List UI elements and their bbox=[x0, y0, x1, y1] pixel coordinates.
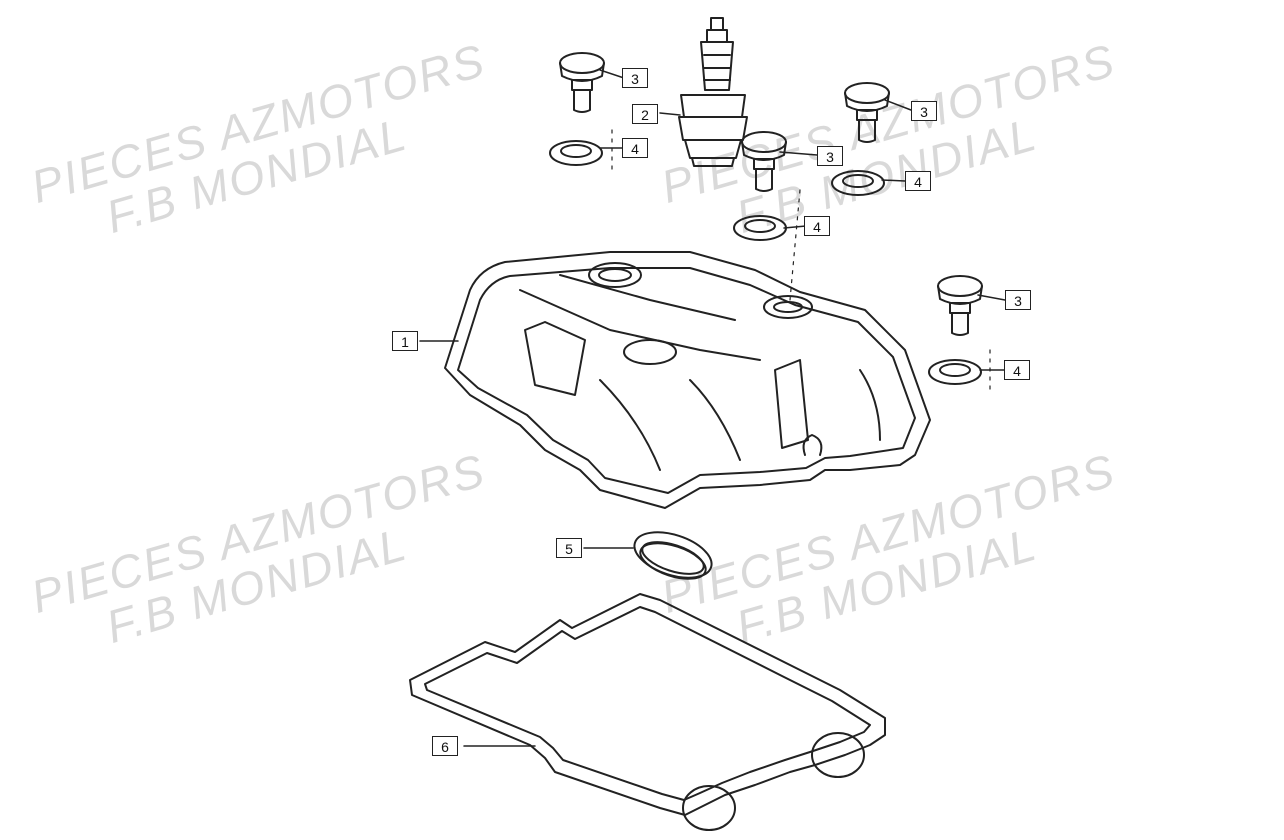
bolt-part-b bbox=[844, 82, 890, 143]
washer-part-c bbox=[733, 215, 787, 241]
gasket-part bbox=[409, 593, 886, 831]
washer-part-a bbox=[549, 140, 603, 166]
spark-plug-part bbox=[678, 17, 748, 167]
valve-cover-part bbox=[444, 251, 931, 509]
callout-4-washer-b: 4 bbox=[905, 171, 931, 191]
callout-4-washer-a: 4 bbox=[622, 138, 648, 158]
o-ring-part bbox=[633, 531, 713, 580]
bolt-part-a bbox=[559, 52, 605, 113]
bolt-part-d bbox=[937, 275, 983, 336]
callout-6-gasket: 6 bbox=[432, 736, 458, 756]
callout-3-bolt-d: 3 bbox=[1005, 290, 1031, 310]
callout-3-bolt-c: 3 bbox=[817, 146, 843, 166]
callout-4-washer-d: 4 bbox=[1004, 360, 1030, 380]
callout-4-washer-c: 4 bbox=[804, 216, 830, 236]
callout-3-bolt-b: 3 bbox=[911, 101, 937, 121]
washer-part-b bbox=[831, 170, 885, 196]
callout-3-bolt-a: 3 bbox=[622, 68, 648, 88]
callout-1-valve-cover: 1 bbox=[392, 331, 418, 351]
callout-5-o-ring: 5 bbox=[556, 538, 582, 558]
bolt-part-c bbox=[741, 131, 787, 192]
washer-part-d bbox=[928, 359, 982, 385]
callout-2-spark-plug: 2 bbox=[632, 104, 658, 124]
